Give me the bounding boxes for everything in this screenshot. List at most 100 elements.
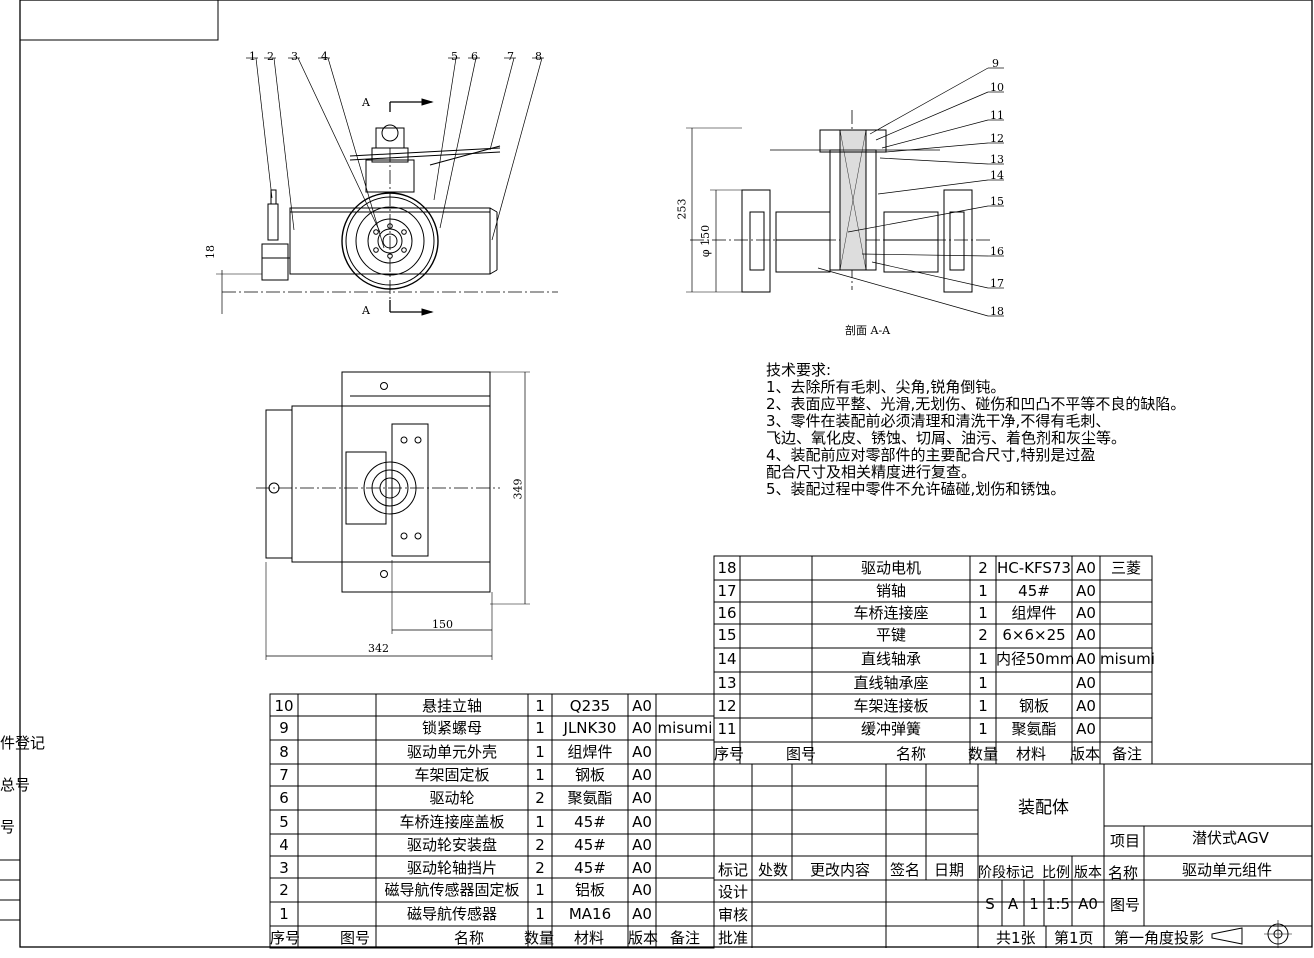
sheets-total: 共1张 [996,929,1036,947]
section-view [686,67,1004,317]
bom-cell-mat: Q235 [569,697,611,715]
projection-symbol-icon [1211,920,1292,948]
dim-150: 150 [432,618,453,631]
bom-cell-ver: A0 [632,743,652,761]
bom-cell-qty: 1 [978,582,988,600]
balloon-3: 3 [291,50,298,63]
dim-349: 349 [511,478,525,500]
bom-cell-ver: A0 [1076,650,1096,668]
bom-left-header-name: 名称 [454,929,485,947]
margin-label-register: 件登记 [0,734,46,752]
dim-253: 253 [675,198,689,220]
bom-cell-mat: 聚氨酯 [1011,720,1057,738]
bom-cell-name: 磁导航传感器固定板 [384,881,520,899]
cut-mark-bottom: A [362,304,370,317]
name-value: 驱动单元组件 [1182,861,1273,879]
bom-cell-qty: 1 [978,674,988,692]
bom-cell-ver: A0 [632,789,652,807]
project-value: 潜伏式AGV [1192,829,1269,847]
bom-cell-qty: 1 [535,719,545,737]
bom-cell-ver: A0 [1076,559,1096,577]
bom-cell-name: 销轴 [875,582,906,600]
bom-cell-qty: 2 [535,789,545,807]
bom-cell-mat: 6×6×25 [1002,626,1066,644]
technical-requirements: 技术要求: 1、去除所有毛刺、尖角,锐角倒钝。 2、表面应平整、光滑,无划伤、碰… [766,362,1185,498]
tech-line: 1、去除所有毛刺、尖角,锐角倒钝。 [766,378,1006,396]
bom-cell-mat: MA16 [568,905,612,923]
bom-cell-qty: 2 [535,859,545,877]
bom-cell-ver: A0 [1076,604,1096,622]
bom-cell-ver: A0 [1076,720,1096,738]
bom-cell-mat: 45# [1018,582,1050,600]
bom-cell-qty: 1 [535,697,545,715]
tech-line: 飞边、氧化皮、锈蚀、切屑、油污、着色剂和灰尘等。 [766,429,1127,447]
dim-dia-150: φ 150 [699,224,713,258]
tech-line: 4、装配前应对零部件的主要配合尺寸,特别是过盈 [766,446,1096,464]
bom-cell-mat: 铝板 [574,881,605,899]
balloon-9: 9 [992,57,999,70]
bom-cell-no: 15 [717,626,737,644]
bom-cell-name: 车桥连接座盖板 [399,813,505,831]
bom-cell-qty: 2 [978,626,988,644]
name-label: 名称 [1108,864,1139,882]
bom-left-header-no: 序号 [270,929,301,947]
bom-cell-mat: HC-KFS73 [997,559,1071,577]
bom-right-grid [713,555,1153,765]
bom-cell-name: 磁导航传感器 [406,905,497,923]
bom-cell-no: 6 [279,789,289,807]
balloon-7: 7 [507,50,514,63]
balloon-13: 13 [990,153,1004,166]
bom-cell-ver: A0 [1076,697,1096,715]
bom-cell-ver: A0 [632,859,652,877]
bom-cell-name: 直线轴承 [860,650,921,668]
balloon-15: 15 [990,195,1004,208]
bom-cell-qty: 1 [978,720,988,738]
balloon-5: 5 [451,50,458,63]
balloon-14: 14 [990,169,1004,182]
dim-342: 342 [368,642,389,655]
bom-cell-ver: A0 [632,813,652,831]
bom-cell-name: 平键 [875,626,906,644]
bom-cell-qty: 1 [535,766,545,784]
scale-value: 1:5 [1045,895,1071,913]
bom-cell-name: 锁紧螺母 [421,719,482,737]
rev-header-content: 更改内容 [810,861,871,879]
bom-cell-no: 10 [274,697,294,715]
section-label: 剖面 A-A [845,324,891,337]
title-block-grid [714,763,1312,948]
bom-cell-qty: 1 [535,881,545,899]
bom-cell-name: 车架连接板 [853,697,929,715]
bom-cell-ver: A0 [1076,674,1096,692]
stage-header-stage: 阶段标记 [978,865,1034,881]
bom-cell-no: 12 [717,697,737,715]
sheet-number: 第1页 [1054,929,1094,947]
tech-line: 3、零件在装配前必须清理和清洗干净,不得有毛刺、 [766,412,1111,430]
bom-cell-no: 3 [279,859,289,877]
bom-cell-ver: A0 [632,697,652,715]
bom-cell-ver: A0 [632,881,652,899]
project-label: 项目 [1110,832,1141,850]
balloon-16: 16 [990,245,1004,258]
rev-header-date: 日期 [934,861,965,879]
bom-cell-qty: 2 [535,836,545,854]
bom-cell-qty: 1 [978,697,988,715]
sheet-border [19,0,1313,948]
balloon-6: 6 [471,50,478,63]
bom-left-header-note: 备注 [670,929,701,947]
balloon-2: 2 [267,50,274,63]
dim-18: 18 [204,245,217,259]
balloon-1: 1 [249,50,256,63]
balloon-18: 18 [990,305,1004,318]
bom-left-header-mat: 材料 [574,929,605,947]
front-view [216,57,558,316]
bom-cell-name: 缓冲弹簧 [860,720,921,738]
stage-header-ver: 版本 [1074,865,1102,881]
bom-cell-ver: A0 [632,719,652,737]
bom-right-header-note: 备注 [1112,745,1143,763]
bom-cell-name: 驱动轮轴挡片 [406,859,497,877]
stage-value-s: S [985,895,995,913]
bom-cell-no: 11 [717,720,737,738]
bom-cell-note: misumi [657,719,713,737]
bom-cell-no: 7 [279,766,289,784]
